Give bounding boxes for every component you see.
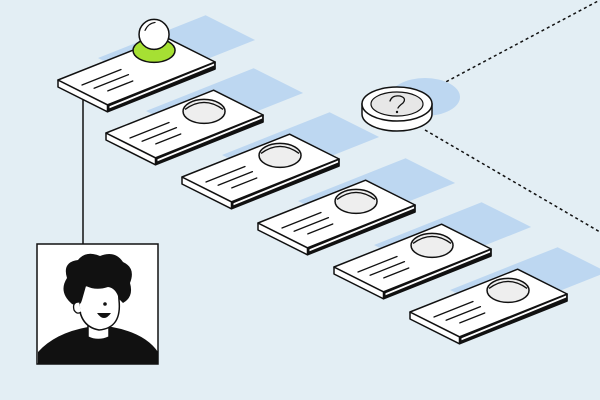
card-edge-highlight <box>157 116 263 162</box>
card-slot <box>410 232 454 259</box>
card-slot <box>258 142 302 169</box>
card-text-line <box>129 121 170 139</box>
card-text-line <box>231 177 258 189</box>
card-edge-highlight <box>461 295 567 341</box>
card-text-line <box>293 216 330 232</box>
card-slot <box>334 188 378 215</box>
card-text-line <box>141 126 178 142</box>
card-text-line <box>445 305 482 321</box>
person-avatar-icon <box>38 253 158 364</box>
card-text-line <box>307 223 334 235</box>
card-slot <box>182 98 226 125</box>
question-token[interactable] <box>361 78 460 132</box>
pawn-ball[interactable] <box>138 18 170 51</box>
pawn-highlight <box>144 21 156 32</box>
card-text-line <box>107 80 134 92</box>
token-inner <box>370 91 424 117</box>
timeline-card[interactable] <box>257 158 456 256</box>
timeline-card[interactable] <box>57 15 256 113</box>
question-mark-icon <box>389 95 406 114</box>
card-edge-highlight <box>309 206 415 252</box>
timeline-card[interactable] <box>105 68 304 166</box>
card-text-line <box>433 300 474 318</box>
card-slot-rim <box>260 145 300 154</box>
card-edge-highlight <box>233 160 339 206</box>
card-edge-highlight <box>385 250 491 296</box>
card-text-line <box>459 312 486 324</box>
card-text-line <box>155 133 182 145</box>
card-slot-rim <box>184 101 224 110</box>
card-slot-rim <box>412 235 452 244</box>
card-text-line <box>93 73 130 89</box>
card-edge-highlight <box>109 63 215 109</box>
card-text-line <box>383 267 410 279</box>
timeline-card[interactable] <box>181 112 380 210</box>
card-slot-rim <box>488 280 528 289</box>
card-slot <box>486 277 530 304</box>
timeline-card[interactable] <box>409 247 600 345</box>
card-text-line <box>369 260 406 276</box>
card-top <box>57 36 216 106</box>
timeline-card[interactable] <box>333 202 532 300</box>
card-text-line <box>81 68 122 86</box>
card-slot-rim <box>336 191 376 200</box>
card-text-line <box>281 211 322 229</box>
card-text-line <box>205 165 246 183</box>
card-stack <box>57 15 600 345</box>
card-text-line <box>357 255 398 273</box>
dashed-line-lower <box>424 129 600 233</box>
avatar[interactable] <box>36 243 159 365</box>
card-text-line <box>217 170 254 186</box>
